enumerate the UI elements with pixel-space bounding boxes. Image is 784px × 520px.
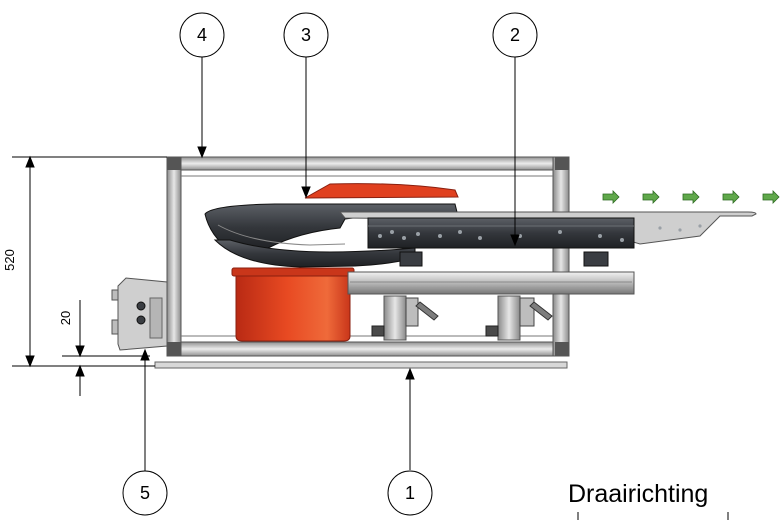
flow-arrow-icon-1 — [602, 190, 620, 204]
flow-direction-arrows — [602, 190, 780, 204]
bowl-feeder — [204, 183, 459, 342]
flow-arrow-icon-3 — [682, 190, 700, 204]
callout-balloon-1: 1 — [387, 470, 433, 516]
callout-label-5: 5 — [140, 483, 150, 503]
callout-balloon-3: 3 — [283, 12, 329, 58]
callout-balloon-5: 5 — [122, 470, 168, 516]
flow-arrow-icon-5 — [762, 190, 780, 204]
leader-lines — [140, 57, 520, 472]
callout-label-3: 3 — [301, 25, 311, 45]
dimension-lines — [12, 155, 167, 396]
callout-label-4: 4 — [197, 25, 207, 45]
linear-feeder — [338, 211, 757, 295]
callout-balloon-2: 2 — [492, 12, 538, 58]
rotation-direction-caption: Draairichting — [568, 480, 708, 508]
callout-balloon-4: 4 — [179, 12, 225, 58]
offset-dimension-label: 20 — [58, 311, 73, 325]
support-columns — [371, 295, 553, 341]
height-dimension-label: 520 — [2, 249, 17, 271]
callout-label-1: 1 — [405, 483, 415, 503]
control-box — [111, 277, 168, 351]
callout-label-2: 2 — [510, 25, 520, 45]
flow-arrow-icon-2 — [642, 190, 660, 204]
flow-arrow-icon-4 — [722, 190, 740, 204]
caption-tick-marks — [577, 512, 729, 520]
